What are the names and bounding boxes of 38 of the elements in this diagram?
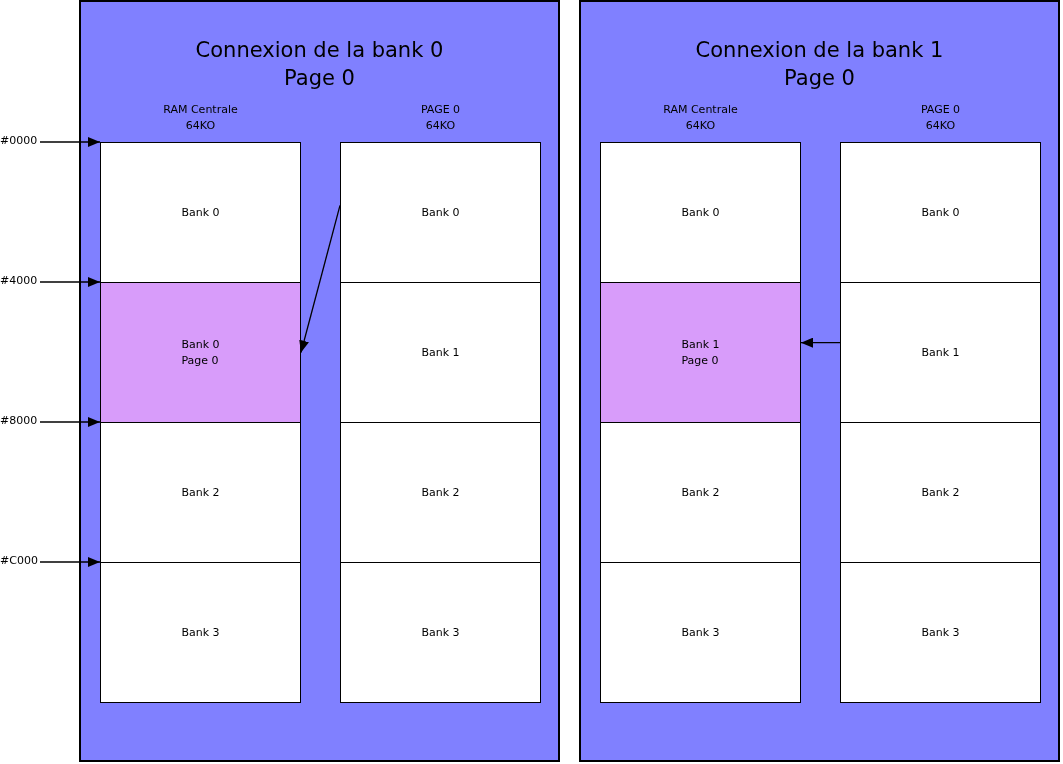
arrow <box>39 557 101 567</box>
panel-title: Connexion de la bank 0 Page 0 <box>194 37 445 92</box>
memory-bank-box: Bank 3 <box>840 562 1041 703</box>
memory-bank-box: Bank 0 <box>840 142 1041 283</box>
memory-panel <box>79 0 560 762</box>
memory-bank-box: Bank 2 <box>340 422 541 563</box>
memory-column <box>840 102 1041 704</box>
memory-bank-box: Bank 2 <box>840 422 1041 563</box>
memory-bank-box: Bank 3 <box>100 562 301 703</box>
panel-title: Connexion de la bank 1 Page 0 <box>694 37 945 92</box>
memory-bank-box: Bank 0 <box>600 142 801 283</box>
memory-bank-box: Bank 0 <box>340 142 541 283</box>
memory-bank-box: Bank 3 <box>600 562 801 703</box>
memory-column <box>100 102 301 704</box>
arrow <box>800 337 841 348</box>
arrow <box>39 277 101 287</box>
memory-bank-box: Bank 0 Page 0 <box>100 282 301 423</box>
address-label: #0000 <box>0 133 40 149</box>
memory-bank-box: Bank 2 <box>600 422 801 563</box>
memory-bank-box: Bank 2 <box>100 422 301 563</box>
memory-column <box>340 102 541 704</box>
memory-bank-box: Bank 1 <box>340 282 541 423</box>
column-heading: RAM Centrale 64KO <box>162 102 239 134</box>
address-label: #4000 <box>0 273 40 289</box>
address-label: #8000 <box>0 413 40 429</box>
address-label: #C000 <box>0 553 40 569</box>
arrow <box>299 204 341 354</box>
arrow <box>39 417 101 427</box>
column-heading: PAGE 0 64KO <box>919 102 962 134</box>
arrow <box>39 137 101 147</box>
memory-column <box>600 102 801 704</box>
column-heading: PAGE 0 64KO <box>419 102 462 134</box>
column-heading: RAM Centrale 64KO <box>662 102 739 134</box>
memory-bank-box: Bank 3 <box>340 562 541 703</box>
memory-bank-box: Bank 1 Page 0 <box>600 282 801 423</box>
memory-bank-box: Bank 0 <box>100 142 301 283</box>
memory-panel <box>579 0 1060 762</box>
memory-bank-box: Bank 1 <box>840 282 1041 423</box>
